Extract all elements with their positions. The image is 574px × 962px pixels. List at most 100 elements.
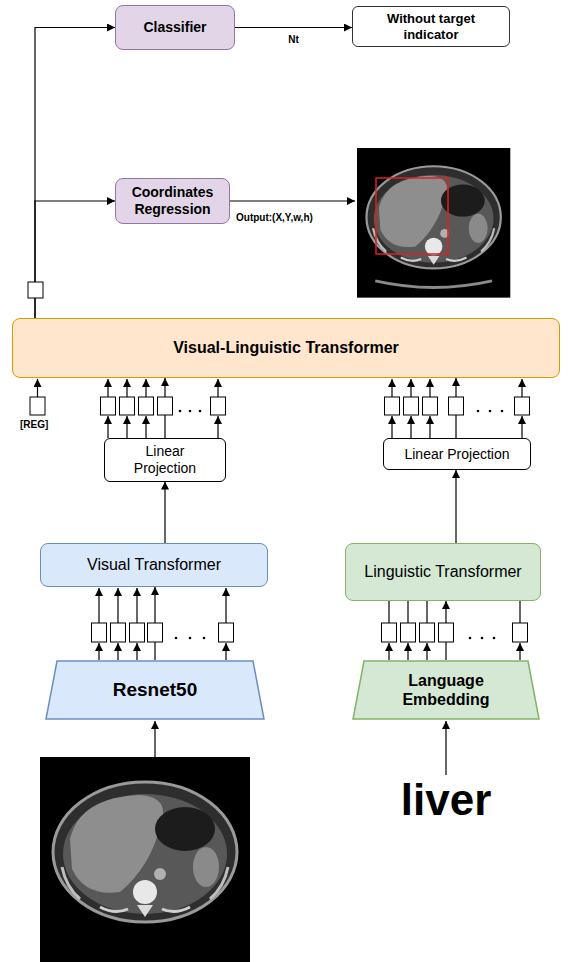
token-arrow xyxy=(145,416,146,438)
token-arrow xyxy=(98,588,99,623)
output-token xyxy=(28,282,43,298)
input-image-base xyxy=(40,930,250,962)
input-arrow xyxy=(445,721,446,775)
token xyxy=(139,397,154,415)
token xyxy=(423,397,438,415)
connector-arrow xyxy=(164,378,165,438)
connector-arrow xyxy=(35,201,115,318)
ellipsis-dot xyxy=(489,410,492,413)
token-arrow xyxy=(107,379,108,397)
reg-token xyxy=(30,397,45,415)
token-arrow xyxy=(391,379,392,397)
trapezoid-shape xyxy=(46,661,264,719)
token-arrow xyxy=(521,379,522,397)
token-arrow xyxy=(217,379,218,397)
node-text: Linear Projection xyxy=(404,446,509,463)
token-arrow xyxy=(521,416,522,438)
token-arrow xyxy=(225,643,226,660)
token-arrow xyxy=(107,416,108,438)
token xyxy=(449,397,464,415)
backbone-trapezoid: Resnet50 xyxy=(45,660,265,720)
token-arrow xyxy=(407,643,408,660)
connector-arrow xyxy=(455,470,456,543)
connector-arrow xyxy=(35,28,115,319)
token-arrow xyxy=(410,416,411,438)
ellipsis-dot xyxy=(189,637,192,640)
visual-transformer-box: Visual Transformer xyxy=(40,543,268,587)
ellipsis-dot xyxy=(175,637,178,640)
node-text: Coordinates Regression xyxy=(124,184,221,218)
embedding-trapezoid: Language Embedding xyxy=(352,660,540,720)
output-box: Without target indicator xyxy=(352,6,510,47)
bounding-box xyxy=(376,178,448,254)
node-text: Linear Projection xyxy=(113,443,217,477)
regression-box: Coordinates Regression xyxy=(115,178,230,224)
token-arrow xyxy=(217,416,218,438)
ellipsis-dot xyxy=(469,637,472,640)
connector-arrow xyxy=(455,378,456,438)
projection-box: Linear Projection xyxy=(383,438,531,470)
node-text: Linguistic Transformer xyxy=(364,562,521,581)
token xyxy=(101,397,116,415)
linguistic-transformer-box: Linguistic Transformer xyxy=(345,543,541,601)
ellipsis-dot xyxy=(481,637,484,640)
node-text: Without target indicator xyxy=(361,11,501,42)
token-arrow xyxy=(126,379,127,397)
token-arrow xyxy=(136,588,137,623)
token xyxy=(219,623,234,642)
connector-arrow xyxy=(445,601,446,660)
token xyxy=(211,397,226,415)
ellipsis-dot xyxy=(501,410,504,413)
token-arrow xyxy=(410,379,411,397)
connector-arrow xyxy=(235,27,352,28)
output-image xyxy=(357,148,510,298)
ellipsis-dot xyxy=(189,410,192,413)
token-label: [REG] xyxy=(20,419,48,430)
node-text: Classifier xyxy=(143,19,206,36)
edge-label: Nt xyxy=(286,34,301,45)
ellipsis-dot xyxy=(179,410,182,413)
projection-box: Linear Projection xyxy=(104,438,226,482)
token xyxy=(439,623,454,642)
token-arrow xyxy=(117,588,118,623)
trapezoid-shape xyxy=(353,661,539,719)
token-arrow xyxy=(388,643,389,660)
token-arrow xyxy=(126,416,127,438)
token xyxy=(385,397,400,415)
node-text: Resnet50 xyxy=(113,679,198,702)
output-label: Output:(X,Y,w,h) xyxy=(236,212,313,223)
token-arrow xyxy=(117,643,118,660)
token-arrow xyxy=(426,643,427,660)
ellipsis-dot xyxy=(477,410,480,413)
input-image xyxy=(40,757,250,962)
token xyxy=(158,397,173,415)
ellipsis-dot xyxy=(203,637,206,640)
input-arrow xyxy=(154,721,155,757)
connector-arrow xyxy=(164,482,165,543)
token-arrow xyxy=(145,379,146,397)
output-arrow xyxy=(230,200,355,201)
ellipsis-dot xyxy=(199,410,202,413)
token xyxy=(420,623,435,642)
trapezoid-outline xyxy=(352,660,540,720)
token xyxy=(92,623,107,642)
token xyxy=(382,623,397,642)
token-arrow xyxy=(98,643,99,660)
token xyxy=(404,397,419,415)
token-arrow xyxy=(429,416,430,438)
token-arrow xyxy=(429,379,430,397)
token xyxy=(120,397,135,415)
token xyxy=(513,623,528,642)
fusion-transformer-band: Visual-Linguistic Transformer xyxy=(12,318,560,378)
token-arrow xyxy=(519,643,520,660)
token xyxy=(111,623,126,642)
ellipsis-dot xyxy=(493,637,496,640)
token xyxy=(401,623,416,642)
token xyxy=(515,397,530,415)
node-text: Visual-Linguistic Transformer xyxy=(173,338,399,357)
input-word: liver xyxy=(391,776,501,824)
token-arrow xyxy=(136,643,137,660)
token xyxy=(148,623,163,642)
connector-arrow xyxy=(154,587,155,660)
